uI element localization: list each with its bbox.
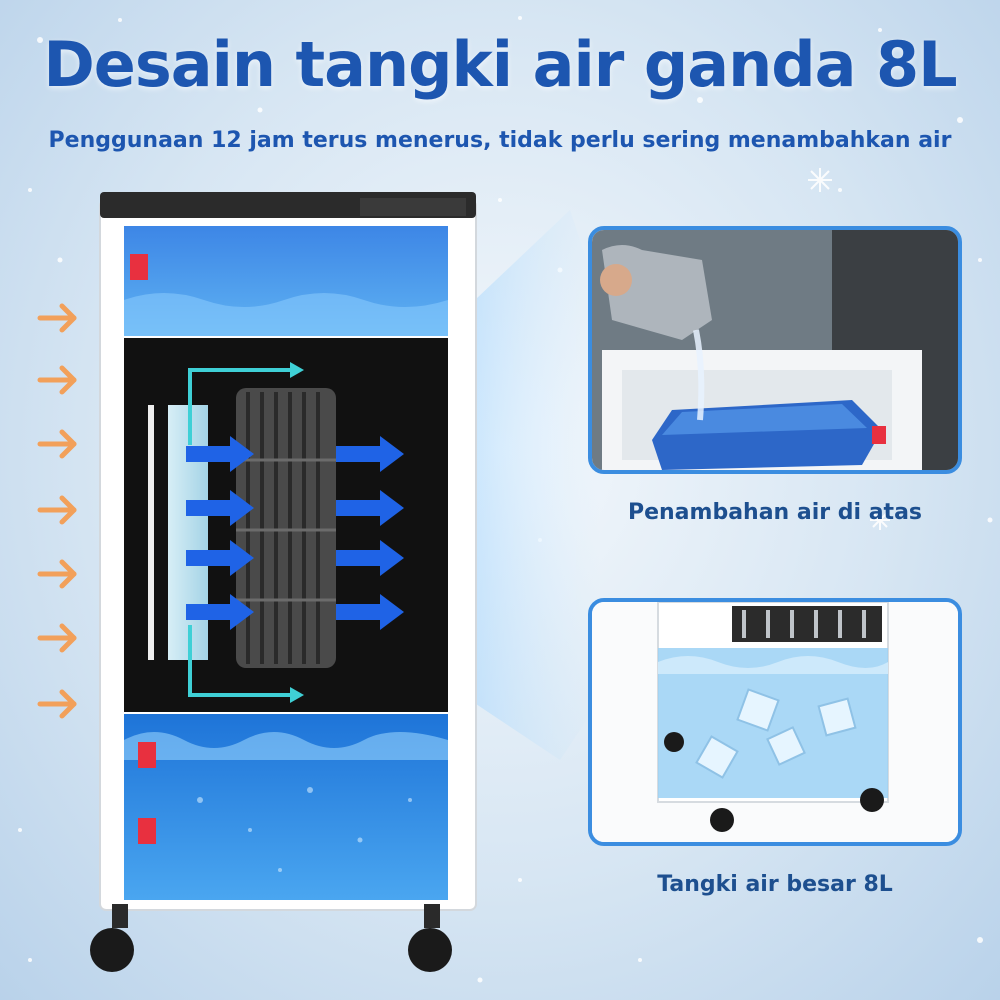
water-level-indicator — [130, 254, 148, 280]
air-intake-arrows — [37, 303, 77, 719]
page-title: Desain tangki air ganda 8L — [43, 28, 957, 101]
top-refill-caption: Penambahan air di atas — [627, 500, 923, 525]
fan-blower — [236, 388, 336, 668]
caster-wheels — [90, 904, 452, 972]
large-tank-caption: Tangki air besar 8L — [657, 872, 893, 897]
tank-scene — [592, 602, 958, 842]
refill-scene — [592, 230, 958, 470]
top-refill-photo — [588, 226, 962, 474]
airflow-arrows — [186, 436, 404, 630]
page-subtitle: Penggunaan 12 jam terus menerus, tidak p… — [48, 128, 952, 153]
large-tank-photo — [588, 598, 962, 846]
